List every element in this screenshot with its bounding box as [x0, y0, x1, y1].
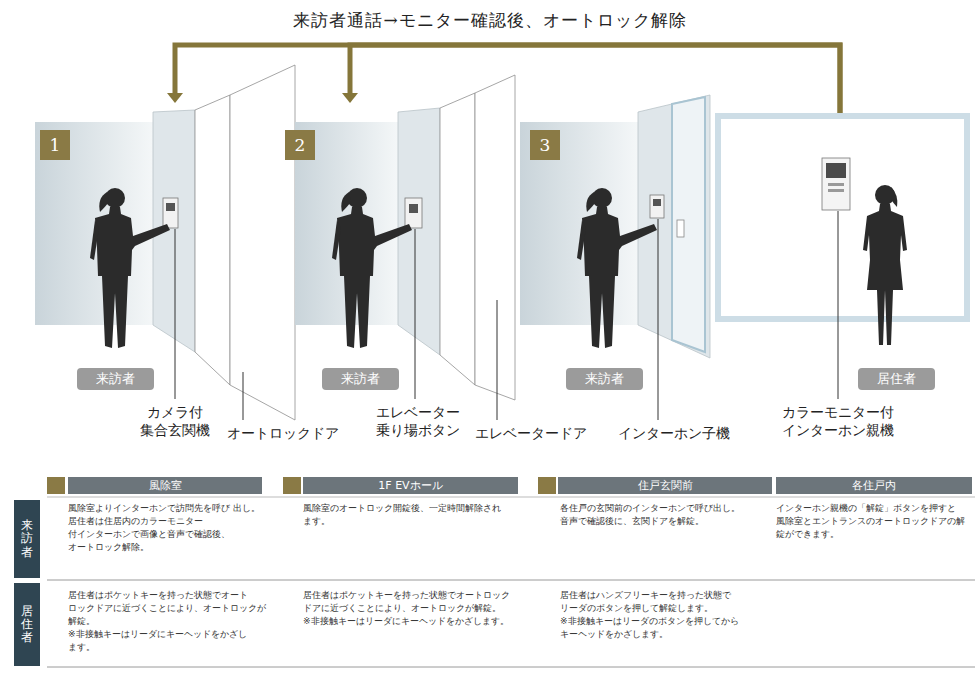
- row-header-text: 居住者: [21, 605, 33, 645]
- front-door-panel: [520, 95, 710, 358]
- role-pill: 居住者: [858, 368, 935, 390]
- table-cell-text: 居住者はポケットキーを持った状態でオートロック ドアに近づくことにより、オートロ…: [303, 589, 518, 615]
- callout-label: エレベーター 乗り場ボタン: [363, 403, 473, 439]
- table-rule: [47, 477, 65, 494]
- column-header: 風除室: [68, 477, 262, 494]
- label-wrap: 風除室よりインターホンで訪問先を呼び 出し。居住者は住居内のカラーモニター 付イ…: [68, 502, 273, 554]
- label-wrap: 各住戸の玄関前のインターホンで呼び出し。 音声で確認後に、玄関ドアを解錠。: [560, 502, 772, 528]
- leader-line: [497, 300, 498, 420]
- callout-label: カメラ付 集合玄関機: [125, 403, 225, 439]
- entrance-panel: [35, 122, 153, 325]
- ev-hall-panel: [295, 75, 515, 400]
- table-cell-text: 風除室よりインターホンで訪問先を呼び 出し。居住者は住居内のカラーモニター 付イ…: [68, 502, 273, 554]
- entrance-panel: [166, 203, 175, 211]
- scene-panel: 3来訪者: [520, 103, 710, 353]
- leader-line: [175, 211, 838, 420]
- header-text: 風除室: [149, 477, 182, 494]
- column-header: 各住戸内: [776, 477, 972, 494]
- label-wrap: 風除室のオートロック開錠後、一定時間解除され ます。: [303, 502, 518, 528]
- label-wrap: オートロックドア: [223, 424, 343, 442]
- table-cell-text: 居住者はポケットキーを持った状態でオート ロックドアに近づくことにより、オートロ…: [68, 589, 273, 628]
- table-cell-text: 各住戸の玄関前のインターホンで呼び出し。 音声で確認後に、玄関ドアを解錠。: [560, 502, 772, 528]
- dwelling-panel: [828, 189, 844, 192]
- header-text: 住戸玄関前: [638, 477, 693, 494]
- scene-panel: 2来訪者: [280, 103, 520, 353]
- entrance-panel: [35, 65, 295, 420]
- title: 来訪者通話→モニター確認後、オートロック解除: [0, 9, 980, 32]
- callout-label: エレベータードア: [471, 424, 591, 442]
- table-cell-text: 風除室のオートロック開錠後、一定時間解除され ます。: [303, 502, 518, 528]
- dwelling-panel: [718, 116, 967, 345]
- role-pill: 来訪者: [322, 368, 399, 390]
- label-wrap: インターホン子機: [614, 424, 734, 442]
- callout-label: オートロックドア: [223, 424, 343, 442]
- table-cell-text: ※非接触キーはリーダにキーヘッドをかざします。: [303, 615, 518, 628]
- cell-column: 居住者はポケットキーを持った状態でオートロック ドアに近づくことにより、オートロ…: [303, 589, 518, 628]
- callout-label: インターホン子機: [614, 424, 734, 442]
- step-number: 1: [40, 130, 70, 160]
- table-cell-text: 居住者はハンズフリーキーを持った状態で リーダのボタンを押して解錠します。: [560, 589, 772, 615]
- cell-column: 居住者はハンズフリーキーを持った状態で リーダのボタンを押して解錠します。※非接…: [560, 589, 772, 641]
- front-door-panel: [677, 220, 684, 237]
- step-number: 3: [530, 130, 560, 160]
- front-door-panel: [577, 188, 657, 348]
- front-door-panel: [653, 199, 661, 206]
- dwelling-panel: [828, 183, 844, 186]
- role-pill: 来訪者: [77, 368, 154, 390]
- label-wrap: エレベーター 乗り場ボタン: [363, 403, 473, 439]
- dwelling-panel: [718, 116, 967, 319]
- front-door-panel: [672, 97, 705, 352]
- leader-line: [175, 229, 176, 399]
- column-header: 住戸玄関前: [558, 477, 772, 494]
- entrance-panel: [163, 198, 178, 228]
- table-cell-text: ※非接触キーはリーダにキーヘッドをかざし ます。: [68, 628, 273, 654]
- ev-hall-panel: [440, 93, 475, 385]
- ev-hall-panel: [405, 198, 422, 228]
- table-rule: [47, 667, 975, 668]
- ev-hall-panel: [332, 188, 412, 348]
- header-text: 1F EVホール: [378, 477, 442, 494]
- row-header: 居住者: [14, 583, 40, 666]
- table-rule: [47, 477, 975, 667]
- leader-line: [658, 219, 659, 420]
- table-rule: [538, 477, 556, 494]
- leader-line: [415, 229, 416, 399]
- front-door-panel: [650, 195, 664, 218]
- dwelling-panel: [863, 185, 907, 345]
- header-text: 各住戸内: [852, 477, 896, 494]
- table-cell-text: ※非接触キーはリーダのボタンを押してから キーヘッドをかざします。: [560, 615, 772, 641]
- label-wrap: エレベータードア: [471, 424, 591, 442]
- cell-column: 居住者はポケットキーを持った状態でオート ロックドアに近づくことにより、オートロ…: [68, 589, 273, 654]
- leader-line: [243, 372, 244, 420]
- role-pill: 来訪者: [566, 368, 643, 390]
- label-wrap: カメラ付 集合玄関機: [125, 403, 225, 439]
- label-wrap: インターホン親機の「解錠」ボタンを押すと 風除室とエントランスのオートロックドア…: [776, 502, 974, 541]
- front-door-panel: [520, 122, 638, 325]
- scene-panel: 1来訪者: [35, 103, 290, 353]
- column-header: 1F EVホール: [303, 477, 518, 494]
- flow-arrow: [175, 45, 840, 113]
- row-header-text: 来訪者: [21, 519, 33, 559]
- ev-hall-panel: [409, 204, 418, 213]
- row-header: 来訪者: [14, 500, 40, 578]
- entrance-panel: [90, 188, 170, 348]
- label-wrap: カラーモニター付 インターホン親機: [773, 403, 903, 439]
- entrance-panel: [195, 95, 230, 385]
- table-rule: [283, 477, 301, 494]
- entrance-panel: [230, 65, 295, 420]
- table-cell-text: インターホン親機の「解錠」ボタンを押すと 風除室とエントランスのオートロックドア…: [776, 502, 974, 541]
- dwelling-panel: [826, 163, 846, 178]
- leader-line: [838, 211, 839, 399]
- flow-arrow: [350, 45, 840, 113]
- table-rule: [47, 580, 975, 581]
- dwelling-panel: [822, 158, 850, 210]
- callout-label: カラーモニター付 インターホン親機: [773, 403, 903, 439]
- step-number: 2: [285, 130, 315, 160]
- ev-hall-panel: [475, 75, 515, 400]
- scene-panel: 居住者: [715, 113, 970, 323]
- table-rule: [47, 497, 975, 498]
